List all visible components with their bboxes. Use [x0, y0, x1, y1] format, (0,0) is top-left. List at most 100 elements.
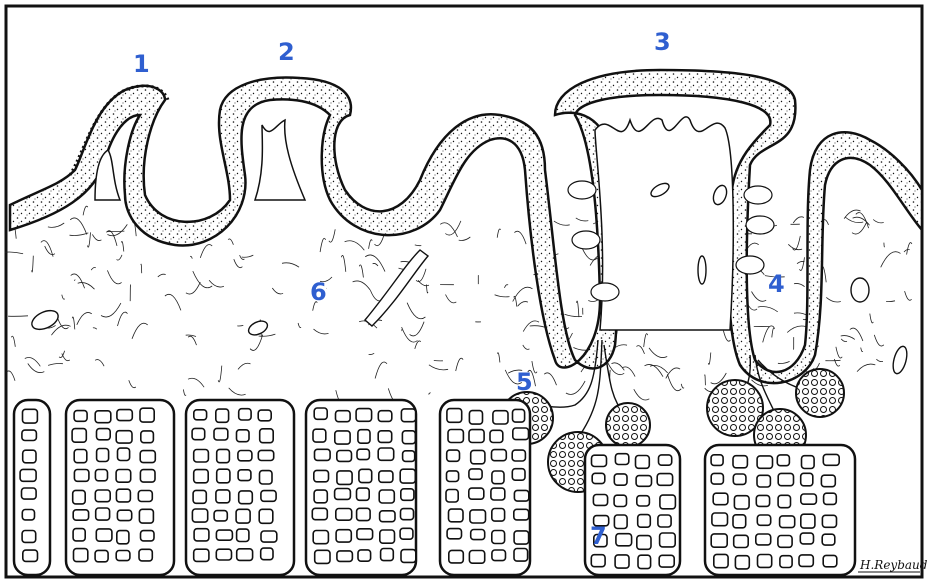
muscle-fiber-cell — [823, 555, 837, 566]
muscle-fiber-cell — [660, 533, 676, 547]
muscle-fiber-cell — [780, 516, 795, 528]
muscle-fiber-cell — [22, 488, 37, 499]
muscle-fiber-cell — [261, 548, 273, 560]
muscle-fiber-cell — [380, 511, 395, 522]
muscle-fiber-cell — [512, 450, 525, 461]
muscle-fiber-cell — [117, 510, 131, 520]
muscle-fiber-cell — [401, 489, 414, 501]
muscle-fiber-cell — [447, 471, 459, 482]
muscle-fiber-cell — [733, 456, 747, 468]
label-6: 6 — [310, 278, 327, 306]
muscle-fiber-cell — [800, 533, 813, 544]
muscle-fiber-cell — [757, 515, 770, 525]
muscle-fiber-cell — [756, 534, 771, 545]
muscle-fiber-cell — [214, 511, 227, 521]
muscle-fiber-cell — [492, 471, 504, 484]
muscle-fiber-cell — [22, 531, 36, 543]
muscle-fiber-cell — [73, 529, 85, 541]
vessel — [698, 256, 706, 284]
muscle-fiber-cell — [378, 431, 392, 443]
muscle-fiber-cell — [614, 515, 627, 529]
muscle-fiber-cell — [141, 431, 154, 443]
muscle-fiber-cell — [469, 430, 484, 443]
muscle-fiber-cell — [657, 474, 672, 486]
muscle-fiber-cell — [777, 455, 789, 466]
muscle-fiber-cell — [23, 550, 38, 561]
muscle-fiber-cell — [357, 529, 373, 540]
muscle-fiber-cell — [237, 529, 249, 541]
muscle-fiber-cell — [492, 509, 505, 522]
muscle-fiber-cell — [315, 449, 331, 460]
muscle-fiber-cell — [74, 411, 87, 422]
muscle-fiber-cell — [214, 428, 228, 440]
muscle-fiber-cell — [336, 509, 352, 521]
muscle-fiber-cell — [758, 555, 772, 568]
muscle-fiber-cell — [400, 528, 413, 539]
muscle-fiber-cell — [139, 549, 152, 561]
muscle-fiber-cell — [513, 428, 529, 440]
muscle-fiber-cell — [358, 550, 371, 561]
muscle-fiber-cell — [378, 448, 394, 460]
label-7: 7 — [590, 522, 607, 550]
muscle-fiber-cell — [471, 530, 485, 540]
muscle-fiber-cell — [402, 431, 415, 444]
taste-bud — [736, 256, 764, 274]
muscle-fiber-cell — [194, 529, 209, 541]
muscle-fiber-cell — [216, 530, 232, 540]
muscle-fiber-cell — [713, 493, 728, 505]
gland-acinus — [796, 369, 844, 417]
muscle-fiber-cell — [337, 451, 352, 462]
muscle-fiber-cell — [74, 549, 88, 562]
label-3: 3 — [654, 28, 671, 56]
muscle-fiber-cell — [238, 470, 251, 481]
muscle-fiber-cell — [512, 469, 525, 481]
muscle-fiber-cell — [821, 475, 835, 487]
muscle-fiber-cell — [469, 488, 484, 499]
muscle-fiber-cell — [470, 510, 486, 523]
muscle-fiber-cell — [636, 456, 650, 469]
muscle-fiber-cell — [117, 410, 132, 421]
muscle-fiber-cell — [822, 515, 836, 527]
muscle-fiber-cell — [778, 495, 790, 507]
muscle-fiber-cell — [192, 428, 205, 439]
muscle-fiber-cell — [638, 515, 651, 528]
muscle-fiber-cell — [192, 509, 207, 522]
taste-bud — [744, 186, 772, 204]
muscle-fiber-cell — [217, 449, 230, 462]
muscle-fiber-cell — [801, 473, 813, 486]
muscle-fiber-cell — [138, 491, 152, 502]
muscle-fiber-cell — [712, 513, 728, 526]
muscle-fiber-cell — [469, 469, 482, 479]
muscle-fiber-cell — [357, 488, 370, 500]
muscle-fiber-cell — [117, 531, 129, 544]
muscle-fiber-cell — [239, 491, 253, 504]
muscle-fiber-cell — [471, 450, 485, 463]
muscle-fiber-cell — [22, 510, 34, 520]
muscle-fiber-cell — [447, 450, 460, 461]
muscle-fiber-cell — [593, 495, 607, 506]
muscle-fiber-cell — [116, 551, 130, 561]
muscle-fiber-cell — [638, 555, 651, 568]
muscle-fiber-cell — [401, 550, 416, 563]
muscle-fiber-cell — [97, 429, 111, 440]
muscle-fiber-cell — [238, 451, 252, 461]
muscle-fiber-cell — [22, 430, 37, 440]
muscle-fiber-cell — [260, 471, 273, 484]
muscle-fiber-cell — [493, 411, 508, 424]
muscle-fiber-cell — [95, 550, 108, 561]
label-4: 4 — [768, 270, 785, 298]
muscle-fiber-cell — [637, 536, 651, 550]
muscle-fiber-cell — [358, 430, 370, 444]
muscle-fiber-cell — [23, 450, 36, 463]
muscle-fiber-cell — [400, 469, 415, 483]
muscle-fiber-cell — [592, 473, 605, 483]
gland-acinus — [606, 403, 650, 447]
muscle-fiber-cell — [591, 555, 605, 567]
muscle-fiber-cell — [513, 409, 525, 422]
muscle-fiber-cell — [514, 490, 528, 501]
muscle-fiber-cell — [261, 491, 276, 502]
muscle-fiber-cell — [616, 534, 632, 546]
muscle-fiber-cell — [20, 469, 36, 481]
muscle-fiber-cell — [96, 508, 110, 520]
muscle-fiber-cell — [490, 430, 503, 442]
